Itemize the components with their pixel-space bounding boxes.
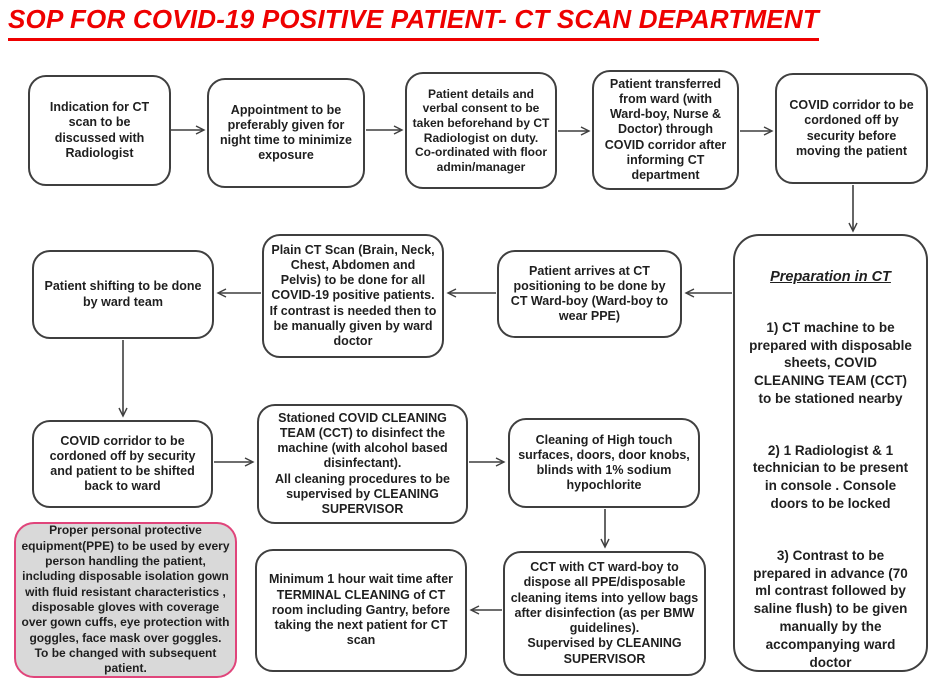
preparation-heading: Preparation in CT	[770, 268, 891, 285]
page-title: SOP FOR COVID-19 POSITIVE PATIENT- CT SC…	[8, 4, 819, 41]
flow-box-ppe-note: Proper personal protective equipment(PPE…	[14, 522, 237, 678]
flow-box-high-touch: Cleaning of High touch surfaces, doors, …	[508, 418, 700, 508]
flow-box-patient-shifting: Patient shifting to be done by ward team	[32, 250, 214, 339]
flow-box-dispose: CCT with CT ward-boy to dispose all PPE/…	[503, 551, 706, 676]
flow-box-patient-arrives: Patient arrives at CT positioning to be …	[497, 250, 682, 338]
flow-box-transfer: Patient transferred from ward (with Ward…	[592, 70, 739, 190]
flow-box-wait-time: Minimum 1 hour wait time after TERMINAL …	[255, 549, 467, 672]
flow-box-consent: Patient details and verbal consent to be…	[405, 72, 557, 189]
flow-box-appointment: Appointment to be preferably given for n…	[207, 78, 365, 188]
flow-box-plain-ct: Plain CT Scan (Brain, Neck, Chest, Abdom…	[262, 234, 444, 358]
flow-box-indication: Indication for CT scan to be discussed w…	[28, 75, 171, 186]
preparation-item-2: 2) 1 Radiologist & 1 technician to be pr…	[752, 442, 909, 512]
preparation-item-3: 3) Contrast to be prepared in advance (7…	[753, 547, 908, 670]
preparation-item-1: 1) CT machine to be prepared with dispos…	[749, 319, 912, 406]
flow-box-corridor-cordon: COVID corridor to be cordoned off by sec…	[775, 73, 928, 184]
flow-box-cct-disinfect: Stationed COVID CLEANING TEAM (CCT) to d…	[257, 404, 468, 524]
flow-box-corridor-back: COVID corridor to be cordoned off by sec…	[32, 420, 213, 508]
flow-box-preparation: Preparation in CT 1) CT machine to be pr…	[733, 234, 928, 672]
